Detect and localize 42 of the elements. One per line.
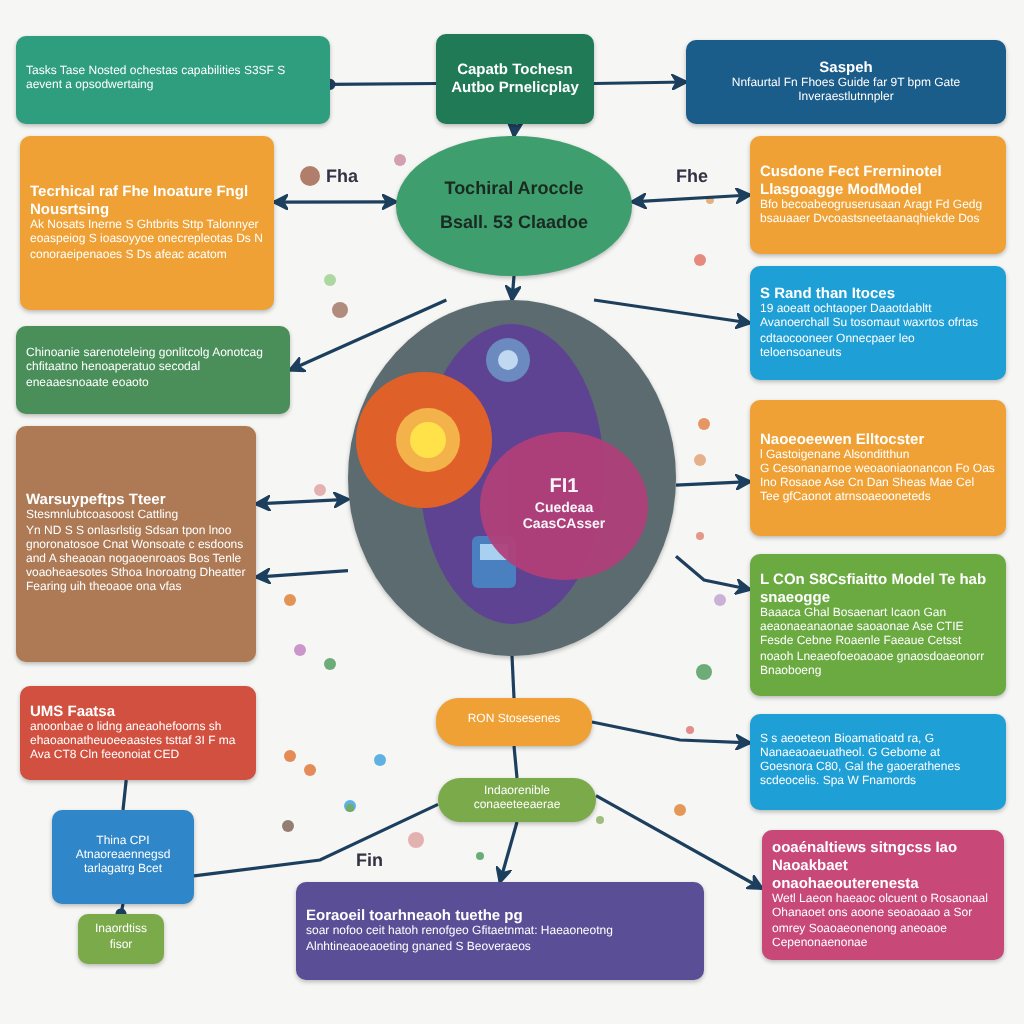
arrow — [595, 794, 765, 891]
arrow — [675, 473, 753, 492]
topic-box — [762, 830, 1004, 960]
topic-box — [750, 400, 1006, 536]
arrow — [506, 120, 524, 139]
floating-label: Fin — [356, 850, 383, 870]
arrow — [271, 193, 399, 211]
arrow — [253, 567, 349, 585]
connector-line — [512, 745, 519, 779]
arrow — [495, 821, 519, 885]
topic-box — [78, 914, 164, 964]
topic-box — [52, 810, 194, 904]
arrow — [593, 73, 689, 92]
arrow — [593, 298, 753, 330]
arrow — [253, 491, 351, 512]
connector-line — [121, 779, 128, 811]
arrow — [287, 298, 448, 373]
topic-box — [20, 686, 256, 780]
topic-box — [296, 882, 704, 980]
topic-box — [750, 554, 1006, 696]
topic-pill — [436, 698, 592, 746]
arrow — [674, 555, 753, 596]
arrow — [591, 720, 753, 751]
floating-label: Fhe — [676, 166, 709, 186]
floating-label: Fha — [326, 166, 359, 186]
topic-box — [436, 34, 594, 124]
topic-box — [16, 36, 330, 124]
topic-box — [686, 40, 1006, 124]
topic-box — [20, 136, 274, 310]
arrow — [629, 187, 753, 210]
topic-box — [750, 136, 1006, 254]
connector-line — [510, 655, 516, 699]
box-heading: FI1 — [547, 475, 581, 500]
topic-box — [750, 266, 1006, 380]
box-heading: Tochiral Aroccle — [442, 178, 586, 200]
topic-pill — [438, 778, 596, 822]
topic-box — [16, 426, 256, 662]
box-heading: Bsall. 53 Claadoe — [437, 212, 591, 234]
connector-line — [193, 802, 439, 878]
topic-box — [750, 714, 1006, 810]
arrow — [504, 275, 522, 303]
topic-box — [16, 326, 290, 414]
